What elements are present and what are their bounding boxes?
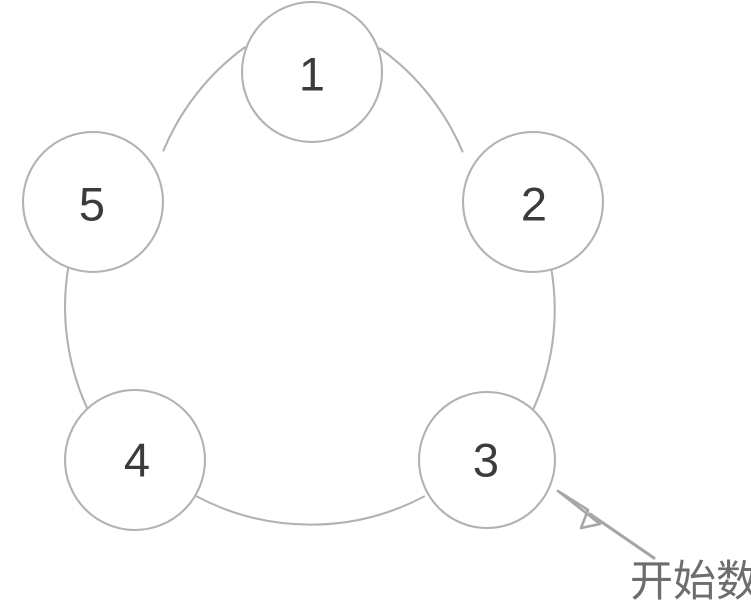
node-1-circle[interactable] (240, 0, 384, 144)
node-2-circle[interactable] (461, 130, 605, 274)
annotation-arrow (556, 489, 656, 560)
edge-3-to-4 (195, 495, 426, 526)
node-4-label: 4 (124, 434, 150, 487)
node-3[interactable]: 3 (417, 390, 557, 530)
ring-nodes: 1 2 3 4 5 (21, 0, 605, 532)
node-4-circle[interactable] (63, 388, 207, 532)
node-1-label: 1 (299, 48, 325, 101)
node-2[interactable]: 2 (461, 130, 605, 274)
node-3-circle[interactable] (417, 390, 557, 530)
arrow-head-icon (556, 489, 602, 530)
node-5[interactable]: 5 (21, 130, 165, 274)
node-2-label: 2 (521, 178, 547, 231)
node-4[interactable]: 4 (63, 388, 207, 532)
edge-2-to-3 (530, 265, 556, 414)
ring-edges (64, 46, 556, 526)
node-3-label: 3 (473, 434, 499, 487)
annotation-label: 开始数 (630, 557, 751, 603)
node-5-circle[interactable] (21, 130, 165, 274)
edge-1-to-2 (378, 47, 464, 153)
edge-5-to-1 (162, 46, 246, 152)
edge-4-to-5 (64, 264, 90, 413)
node-1[interactable]: 1 (240, 0, 384, 144)
arrow-shaft (588, 512, 656, 560)
node-5-label: 5 (79, 178, 105, 231)
